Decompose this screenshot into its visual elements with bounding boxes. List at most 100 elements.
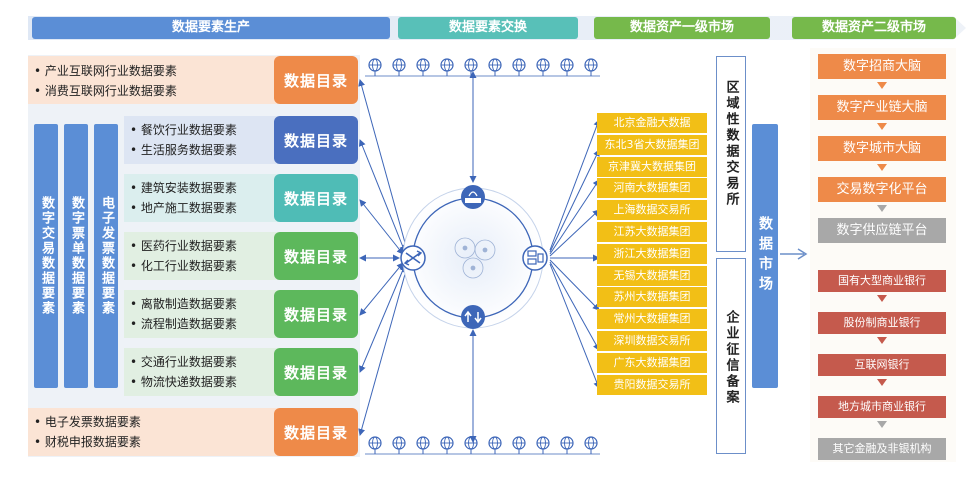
vertical-column-invoice: 电子发票数据要素 <box>94 124 118 388</box>
credit-filing-label: 企业征信备案 <box>716 310 746 450</box>
regional-exchange-text: 区域性数据交易所 <box>723 80 739 208</box>
link-catalog-3 <box>359 199 404 255</box>
header-secondary-label: 数据资产二级市场 <box>821 20 926 35</box>
secondary-bank-item[interactable]: 股份制商业银行 <box>818 312 946 334</box>
data-catalog-7-label: 数据目录 <box>283 423 348 442</box>
data-catalog-4-label: 数据目录 <box>283 247 348 266</box>
exchange-item[interactable]: 河南大数据集团 <box>597 178 707 199</box>
category-row-6 <box>124 348 278 396</box>
exchange-item[interactable]: 苏州大数据集团 <box>597 287 707 308</box>
globe-icon <box>416 436 430 454</box>
globe-icon <box>464 436 478 454</box>
secondary-platform-item[interactable]: 数字招商大脑 <box>818 54 946 79</box>
globe-row-top <box>365 58 600 77</box>
exchange-item[interactable]: 无锡大数据集团 <box>597 265 707 286</box>
category-5-item-1: 离散制造数据要素 <box>140 297 237 311</box>
data-catalog-1-label: 数据目录 <box>283 71 348 90</box>
arrow-down-icon <box>877 205 887 212</box>
secondary-bank-item[interactable]: 其它金融及非银机构 <box>818 438 946 460</box>
header-production: 数据要素生产 <box>32 17 390 39</box>
vertical-column-2-label: 数字票单数据要素 <box>69 196 84 316</box>
exchange-item[interactable]: 北京金融大数据 <box>597 113 707 133</box>
category-4-items: • 医药行业数据要素 • 化工行业数据要素 <box>130 239 237 273</box>
data-catalog-6[interactable]: 数据目录 <box>274 348 358 396</box>
exchange-item[interactable]: 京津冀大数据集团 <box>597 156 707 177</box>
link-exchange-7 <box>549 261 600 351</box>
arrow-down-icon <box>877 421 887 428</box>
data-catalog-7[interactable]: 数据目录 <box>274 408 358 456</box>
secondary-platform-item[interactable]: 数字产业链大脑 <box>818 95 946 120</box>
secondary-platform-item[interactable]: 交易数字化平台 <box>818 177 946 202</box>
globe-icon <box>488 436 502 454</box>
secondary-platform-item[interactable]: 数字供应链平台 <box>818 218 946 243</box>
category-3-items: • 建筑安装数据要素 • 地产施工数据要素 <box>130 181 237 215</box>
category-row-5 <box>124 290 278 338</box>
category-1-item-2: 消费互联网行业数据要素 <box>44 84 177 98</box>
central-network-icon <box>454 237 496 279</box>
category-3-item-1: 建筑安装数据要素 <box>140 181 237 195</box>
header-exchange-label: 数据要素交换 <box>448 20 527 35</box>
header-primary-label: 数据资产一级市场 <box>629 20 734 35</box>
data-catalog-5-label: 数据目录 <box>283 305 348 324</box>
globe-icon <box>536 58 550 76</box>
vertical-column-1-label: 数字交易数据要素 <box>39 196 54 316</box>
globe-icon <box>392 58 406 76</box>
category-7-items: • 电子发票数据要素 • 财税申报数据要素 <box>34 415 141 449</box>
exchange-item[interactable]: 东北3省大数据集团 <box>597 134 707 155</box>
secondary-bank-item[interactable]: 国有大型商业银行 <box>818 270 946 292</box>
category-2-item-2: 生活服务数据要素 <box>140 143 237 157</box>
category-row-3 <box>124 174 278 222</box>
data-catalog-2[interactable]: 数据目录 <box>274 116 358 164</box>
exchange-item[interactable]: 广东大数据集团 <box>597 352 707 373</box>
secondary-bank-item[interactable]: 互联网银行 <box>818 354 946 376</box>
data-market-column: 数据市场 <box>752 124 778 388</box>
category-row-2 <box>124 116 278 164</box>
vertical-column-bills: 数字票单数据要素 <box>64 124 88 388</box>
data-catalog-5[interactable]: 数据目录 <box>274 290 358 338</box>
exchange-item[interactable]: 江苏大数据集团 <box>597 222 707 242</box>
regional-exchange-box <box>716 56 746 252</box>
data-catalog-4[interactable]: 数据目录 <box>274 232 358 280</box>
secondary-platform-item[interactable]: 数字城市大脑 <box>818 136 946 161</box>
globe-row-bottom <box>365 436 600 455</box>
arrow-down-icon <box>877 164 887 171</box>
category-7-item-2: 财税申报数据要素 <box>44 435 141 449</box>
globe-icon <box>560 58 574 76</box>
category-row-1 <box>28 56 278 104</box>
router-icon <box>461 185 485 209</box>
secondary-bank-item[interactable]: 地方城市商业银行 <box>818 396 946 418</box>
exchange-item[interactable]: 常州大数据集团 <box>597 309 707 330</box>
exchange-item[interactable]: 深圳数据交易所 <box>597 331 707 351</box>
data-catalog-2-label: 数据目录 <box>283 131 348 150</box>
category-5-item-2: 流程制造数据要素 <box>140 317 237 331</box>
link-exchange-6 <box>549 259 600 311</box>
category-row-4 <box>124 232 278 280</box>
exchange-icon <box>400 245 426 271</box>
link-catalog-5 <box>359 262 404 316</box>
globe-icon <box>512 58 526 76</box>
category-2-item-1: 餐饮行业数据要素 <box>140 123 237 137</box>
category-1-item-1: 产业互联网行业数据要素 <box>44 64 177 78</box>
category-1-items: • 产业互联网行业数据要素 • 消费互联网行业数据要素 <box>34 64 177 98</box>
arrow-down-icon <box>877 379 887 386</box>
globe-icon <box>368 436 382 454</box>
globe-icon <box>368 58 382 76</box>
category-5-items: • 离散制造数据要素 • 流程制造数据要素 <box>130 297 237 331</box>
globe-icon <box>440 436 454 454</box>
arrow-down-icon <box>877 337 887 344</box>
data-catalog-3[interactable]: 数据目录 <box>274 174 358 222</box>
globe-icon <box>536 436 550 454</box>
link-exchange-8 <box>549 263 601 389</box>
globe-icon <box>488 58 502 76</box>
server-icon <box>522 245 548 271</box>
exchange-item[interactable]: 浙江大数据集团 <box>597 243 707 264</box>
data-catalog-1[interactable]: 数据目录 <box>274 56 358 104</box>
header-production-label: 数据要素生产 <box>171 20 250 35</box>
category-6-items: • 交通行业数据要素 • 物流快递数据要素 <box>130 355 237 389</box>
category-4-item-1: 医药行业数据要素 <box>140 239 237 253</box>
exchange-item[interactable]: 上海数据交易所 <box>597 200 707 221</box>
credit-filing-text: 企业征信备案 <box>723 310 739 406</box>
category-2-items: • 餐饮行业数据要素 • 生活服务数据要素 <box>130 123 237 157</box>
globe-icon <box>416 58 430 76</box>
exchange-item[interactable]: 贵阳数据交易所 <box>597 374 707 395</box>
